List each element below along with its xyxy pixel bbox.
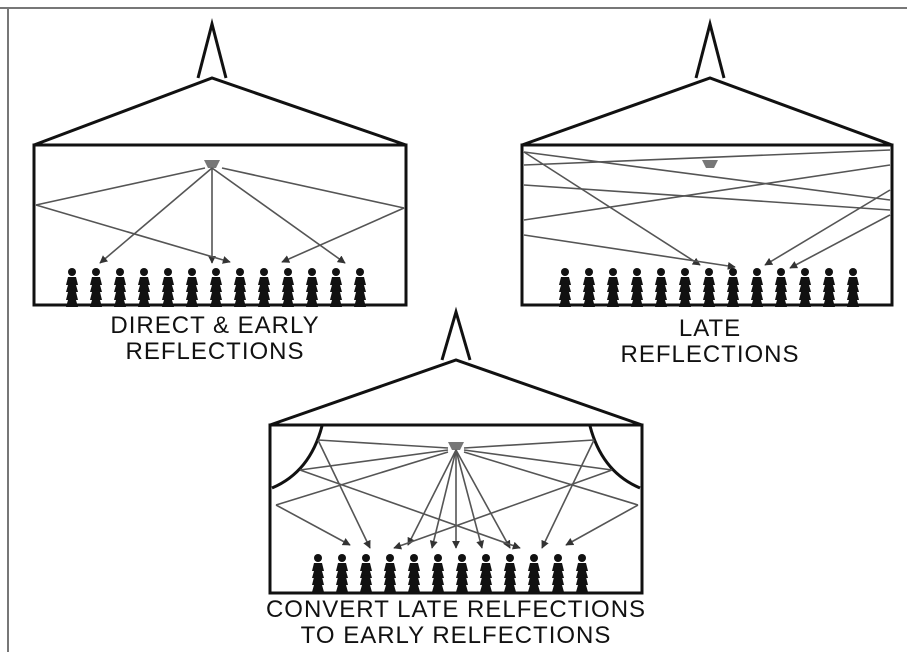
corner-reflector-right <box>588 425 641 490</box>
ray-lines-3 <box>275 439 639 550</box>
hall-walls-3 <box>268 423 644 595</box>
caption-late-line1: LATE <box>678 315 742 342</box>
audience-row-1 <box>66 268 366 307</box>
caption-direct-early: DIRECT & EARLY REFLECTIONS <box>60 313 370 365</box>
speaker-horn-3 <box>440 306 472 361</box>
audience-row-2 <box>559 268 859 307</box>
ray-lines-1 <box>35 167 405 264</box>
panel-convert <box>268 306 644 595</box>
caption-late-line2: REFLECTIONS <box>620 341 800 368</box>
speaker-horn-2 <box>694 18 726 79</box>
speaker-array-3 <box>448 442 464 450</box>
caption-convert-line2: TO EARLY RELFECTIONS <box>300 622 612 649</box>
roof-3 <box>269 358 643 427</box>
ray-lines-2 <box>523 149 891 270</box>
caption-convert: CONVERT LATE RELFECTIONS TO EARLY RELFEC… <box>200 597 712 649</box>
roof-2 <box>521 76 893 147</box>
speaker-horn-1 <box>196 18 228 79</box>
corner-reflector-left <box>271 425 324 490</box>
caption-direct-early-line1: DIRECT & EARLY <box>110 312 320 339</box>
caption-late: LATE REFLECTIONS <box>560 316 860 368</box>
speaker-array-2 <box>702 160 718 168</box>
panel-direct-early <box>32 18 408 307</box>
caption-convert-line1: CONVERT LATE RELFECTIONS <box>265 596 647 623</box>
audience-row-3 <box>312 554 588 592</box>
panel-late <box>520 18 894 307</box>
speaker-array-1 <box>204 160 220 168</box>
roof-1 <box>33 76 407 147</box>
caption-direct-early-line2: REFLECTIONS <box>125 338 305 365</box>
